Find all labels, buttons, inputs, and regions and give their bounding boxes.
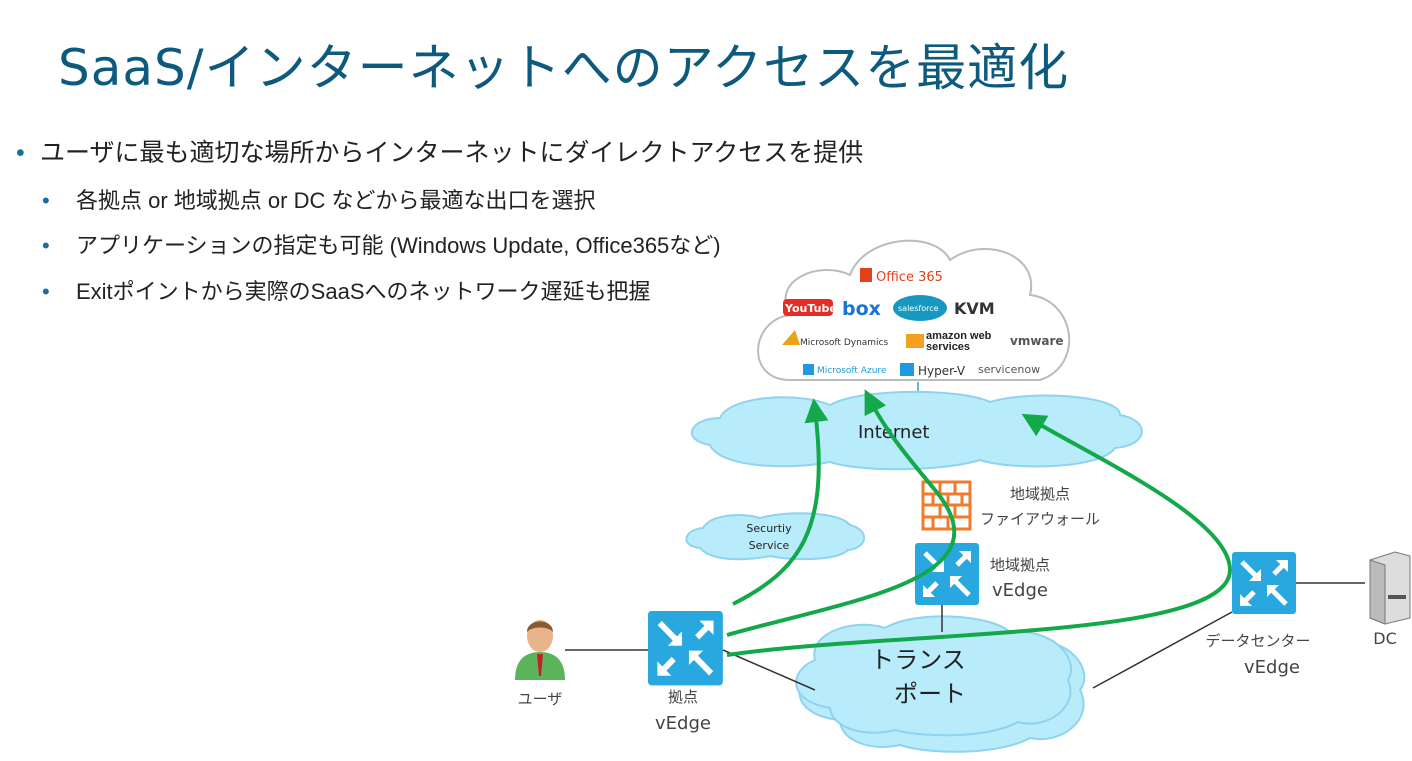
transport-label: ポート xyxy=(894,680,966,708)
logo-kvm: KVM xyxy=(954,299,995,318)
transport-label: トランス xyxy=(870,646,966,674)
saas-cloud: Office 365 YouTube box salesforce KVM Mi… xyxy=(757,239,1071,400)
server-icon xyxy=(1369,551,1411,625)
bullet-main: •ユーザに最も適切な場所からインターネットにダイレクトアクセスを提供 xyxy=(16,139,864,167)
logo-box: box xyxy=(842,298,881,320)
path-via-datacenter xyxy=(726,413,1233,657)
transport-cloud: トランス ポート xyxy=(795,615,1086,753)
regional-vedge-label: vEdge xyxy=(992,580,1048,601)
regional-vedge-label: 地域拠点 xyxy=(990,556,1050,574)
bullet-sub: •アプリケーションの指定も可能 (Windows Update, Office3… xyxy=(42,233,721,258)
logo-vmware: vmware xyxy=(1010,334,1064,348)
branch-vedge-router-icon[interactable] xyxy=(648,611,723,685)
bullet-sub: •各拠点 or 地域拠点 or DC などから最適な出口を選択 xyxy=(42,188,596,213)
traffic-paths xyxy=(726,389,1233,657)
logo-servicenow: servicenow xyxy=(978,363,1040,376)
logo-salesforce: salesforce xyxy=(898,304,939,313)
security-label: Service xyxy=(749,539,790,552)
links xyxy=(565,582,1365,691)
dc-vedge-label: vEdge xyxy=(1244,657,1300,678)
user-label: ユーザ xyxy=(518,690,563,708)
dc-vedge-router-icon[interactable] xyxy=(1232,552,1296,614)
logo-azure: Microsoft Azure xyxy=(817,366,887,376)
firewall-label: ファイアウォール xyxy=(980,510,1100,528)
logo-office365: Office 365 xyxy=(876,270,943,285)
security-label: Securtiy xyxy=(746,522,792,535)
logo-aws: amazon web services xyxy=(926,330,992,353)
dc-vedge-label: データセンター xyxy=(1205,632,1310,650)
branch-vedge-label: vEdge xyxy=(655,713,711,734)
bullet-sub: •Exitポイントから実際のSaaSへのネットワーク遅延も把握 xyxy=(42,279,651,304)
firewall-label: 地域拠点 xyxy=(1010,485,1070,503)
logo-ms-dynamics: Microsoft Dynamics xyxy=(800,338,889,348)
path-via-regional-firewall xyxy=(726,389,957,637)
logo-youtube: YouTube xyxy=(784,302,837,315)
page-title: SaaS/インターネットへのアクセスを最適化 xyxy=(58,39,1070,97)
path-branch-to-internet xyxy=(732,398,829,606)
bullet-text: 各拠点 or 地域拠点 or DC などから最適な出口を選択 xyxy=(76,188,596,213)
bullet-text: ユーザに最も適切な場所からインターネットにダイレクトアクセスを提供 xyxy=(40,139,864,167)
internet-label: Internet xyxy=(858,422,929,443)
bullet-text: Exitポイントから実際のSaaSへのネットワーク遅延も把握 xyxy=(76,279,651,304)
dc-label: DC xyxy=(1373,629,1397,648)
branch-vedge-label: 拠点 xyxy=(668,688,698,706)
user-icon xyxy=(515,620,565,680)
security-service-cloud: Securtiy Service xyxy=(685,512,865,561)
internet-cloud: Internet xyxy=(690,390,1143,471)
logo-hyperv: Hyper-V xyxy=(918,364,966,378)
bullet-text: アプリケーションの指定も可能 (Windows Update, Office36… xyxy=(76,233,721,258)
